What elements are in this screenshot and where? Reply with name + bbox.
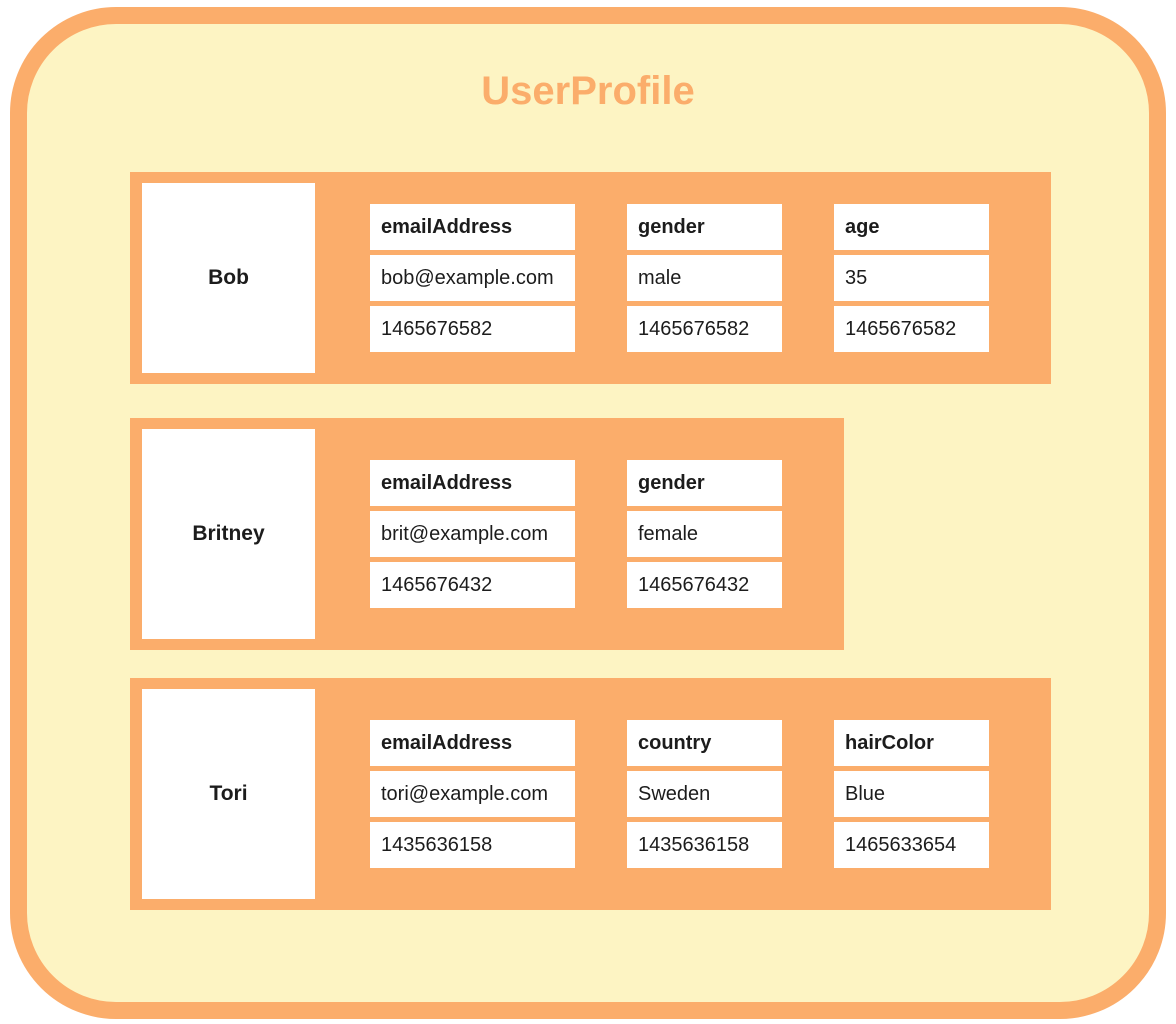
column-name-cell: age [834, 204, 989, 250]
column-timestamp-cell: 1435636158 [627, 822, 782, 868]
column-name-cell: gender [627, 460, 782, 506]
column-name-cell: emailAddress [370, 204, 575, 250]
column-group: gender male 1465676582 [627, 204, 782, 352]
column-family-title: UserProfile [481, 69, 695, 113]
column-group: emailAddress bob@example.com 1465676582 [370, 204, 575, 352]
column-value-cell: brit@example.com [370, 511, 575, 557]
column-timestamp-cell: 1465676582 [370, 306, 575, 352]
row-key: Tori [142, 689, 315, 899]
column-name-cell: emailAddress [370, 720, 575, 766]
row-band-tori: Tori emailAddress tori@example.com 14356… [130, 678, 1051, 910]
column-timestamp-cell: 1465676582 [834, 306, 989, 352]
column-value-cell: tori@example.com [370, 771, 575, 817]
column-name-cell: country [627, 720, 782, 766]
column-name-cell: gender [627, 204, 782, 250]
column-name-cell: emailAddress [370, 460, 575, 506]
column-timestamp-cell: 1465676432 [370, 562, 575, 608]
column-value-cell: Sweden [627, 771, 782, 817]
column-group: emailAddress tori@example.com 1435636158 [370, 720, 575, 868]
column-value-cell: Blue [834, 771, 989, 817]
column-timestamp-cell: 1465633654 [834, 822, 989, 868]
row-key: Bob [142, 183, 315, 373]
column-group: age 35 1465676582 [834, 204, 989, 352]
column-timestamp-cell: 1465676582 [627, 306, 782, 352]
row-key: Britney [142, 429, 315, 639]
column-value-cell: male [627, 255, 782, 301]
column-timestamp-cell: 1435636158 [370, 822, 575, 868]
column-group: emailAddress brit@example.com 1465676432 [370, 460, 575, 608]
column-group: hairColor Blue 1465633654 [834, 720, 989, 868]
rows-container: Bob emailAddress bob@example.com 1465676… [130, 172, 1149, 910]
column-value-cell: 35 [834, 255, 989, 301]
column-timestamp-cell: 1465676432 [627, 562, 782, 608]
row-band-bob: Bob emailAddress bob@example.com 1465676… [130, 172, 1051, 384]
column-value-cell: female [627, 511, 782, 557]
column-group: country Sweden 1435636158 [627, 720, 782, 868]
row-band-britney: Britney emailAddress brit@example.com 14… [130, 418, 844, 650]
column-value-cell: bob@example.com [370, 255, 575, 301]
user-profile-panel: UserProfile Bob emailAddress bob@example… [10, 7, 1166, 1019]
column-name-cell: hairColor [834, 720, 989, 766]
column-group: gender female 1465676432 [627, 460, 782, 608]
